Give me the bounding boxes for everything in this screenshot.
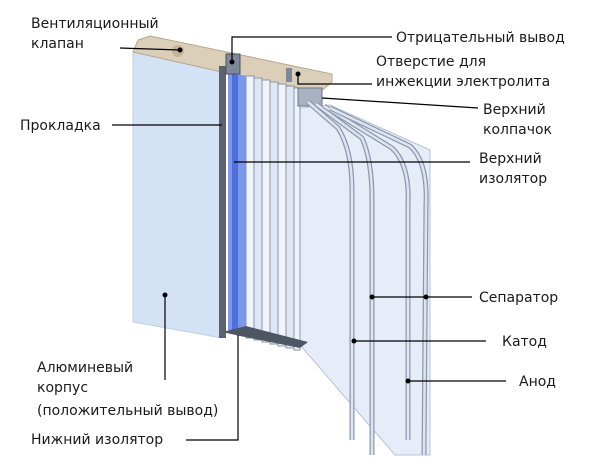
battery-illustration <box>132 35 431 456</box>
label-cathode: Катод <box>502 334 547 350</box>
leader-injection-hole <box>297 74 372 85</box>
leader-cathode-dot <box>351 338 357 344</box>
leader-injection-hole-dot <box>295 71 301 77</box>
label-separator: Сепаратор <box>479 290 558 306</box>
label-bottom-insulator: Нижний изолятор <box>31 432 163 448</box>
label-top-insulator: Верхний изолятор <box>479 151 547 187</box>
leader-bottom-insulator <box>186 335 239 441</box>
leader-vent-valve-dot <box>177 47 183 53</box>
leader-anode-dot <box>405 378 411 384</box>
leader-top-cap <box>321 97 479 109</box>
leader-case-dot <box>162 292 168 298</box>
leader-negative-terminal <box>231 36 392 62</box>
leader-separator-dot-2 <box>423 294 429 300</box>
gasket <box>219 66 226 338</box>
label-aluminum-case: Алюминевый корпус (положительный вывод) <box>37 360 218 419</box>
label-injection-hole: Отверстие для инжекции электролита <box>376 54 550 90</box>
labels: Вентиляционный клапан Отрицательный выво… <box>20 16 565 448</box>
electrode-layers <box>245 75 301 351</box>
aluminum-case-face <box>132 51 223 339</box>
pulled-sheets <box>306 100 429 456</box>
label-anode: Анод <box>519 374 556 390</box>
label-top-cap: Верхний колпачок <box>483 102 552 138</box>
label-negative-terminal: Отрицательный вывод <box>396 30 565 46</box>
label-gasket: Прокладка <box>20 118 101 134</box>
electrode-core-edge <box>232 74 238 332</box>
bottom-insulator-plate <box>222 326 308 348</box>
leader-vent-valve <box>119 47 181 51</box>
injection-hole-plug <box>286 68 292 82</box>
leader-negative-terminal-dot <box>229 59 235 65</box>
label-vent-valve: Вентиляционный клапан <box>31 16 163 52</box>
leader-lines <box>112 36 506 441</box>
leader-separator-dot-1 <box>369 294 375 300</box>
